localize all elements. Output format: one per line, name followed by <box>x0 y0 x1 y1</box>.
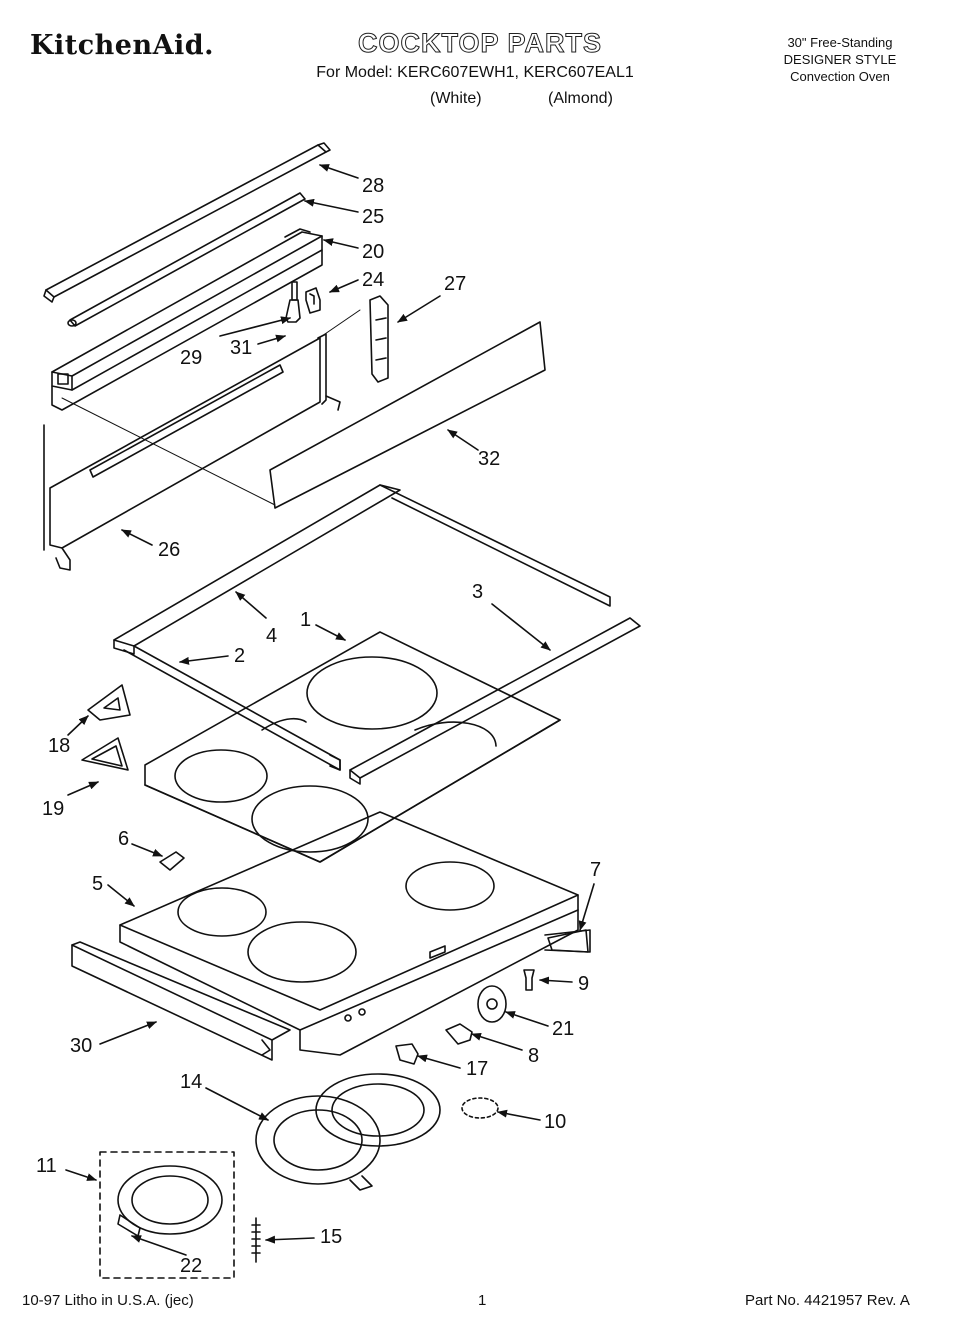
guide-line <box>321 309 361 337</box>
callout-28: 28 <box>362 175 384 197</box>
callout-8: 8 <box>528 1045 539 1067</box>
callout-29: 29 <box>180 347 202 369</box>
callout-15: 15 <box>320 1226 342 1248</box>
model-line: For Model: KERC607EWH1, KERC607EAL1 <box>316 64 634 81</box>
corner-description: 30" Free-Standing DESIGNER STYLE Convect… <box>740 34 940 85</box>
callout-31: 31 <box>230 337 252 359</box>
callout-14: 14 <box>180 1071 202 1093</box>
part-8-block <box>445 1023 473 1045</box>
callout-2: 2 <box>234 645 245 667</box>
finish-white: (White) <box>430 90 482 107</box>
callout-25: 25 <box>362 206 384 228</box>
part-28-top-trim <box>43 142 331 303</box>
callout-11: 11 <box>36 1155 57 1177</box>
callout-21: 21 <box>552 1018 574 1040</box>
callout-19: 19 <box>42 798 64 820</box>
part-19-corner-gasket <box>81 737 129 771</box>
callout-7: 7 <box>590 859 601 881</box>
page-number: 1 <box>478 1292 487 1309</box>
callout-6: 6 <box>118 828 129 850</box>
part-10-element-ghost <box>461 1097 499 1119</box>
part-number: Part No. 4421957 Rev. A <box>745 1292 910 1309</box>
part-21-switch <box>477 985 507 1023</box>
callout-1: 1 <box>300 609 311 631</box>
part-32-front-trim <box>269 321 546 509</box>
callout-17: 17 <box>466 1058 488 1080</box>
part-9-screw <box>523 969 535 991</box>
part-18-corner-cap <box>87 684 131 721</box>
callout-27: 27 <box>444 273 466 295</box>
finish-almond: (Almond) <box>548 90 613 107</box>
callout-arrows <box>65 164 595 1256</box>
callout-4: 4 <box>266 625 277 647</box>
part-30-front-trim <box>71 941 291 1061</box>
corner-line-1: 30" Free-Standing <box>787 35 893 50</box>
callout-22: 22 <box>180 1255 202 1277</box>
callout-30: 30 <box>70 1035 92 1057</box>
callout-26: 26 <box>158 539 180 561</box>
corner-line-2: DESIGNER STYLE <box>783 52 897 67</box>
brand-logo: KitchenAid. <box>30 30 215 61</box>
part-24-clip <box>305 287 321 314</box>
page-title: COCKTOP PARTS <box>357 28 603 59</box>
corner-line-3: Convection Oven <box>790 69 890 84</box>
callout-32: 32 <box>478 448 500 470</box>
part-29-spring <box>291 281 298 301</box>
part-27-bracket <box>369 295 389 383</box>
callout-3: 3 <box>472 581 483 603</box>
callout-24: 24 <box>362 269 384 291</box>
callout-18: 18 <box>48 735 70 757</box>
part-11-element <box>99 1151 235 1279</box>
part-14-dual-element <box>255 1073 441 1191</box>
callout-5: 5 <box>92 873 103 895</box>
part-frame-trim <box>113 484 641 785</box>
part-1-glass-cooktop <box>144 631 561 863</box>
callout-9: 9 <box>578 973 589 995</box>
part-17-terminal <box>395 1043 419 1065</box>
footer-litho: 10-97 Litho in U.S.A. (jec) <box>22 1292 194 1309</box>
part-7-bracket <box>547 929 589 953</box>
part-20-panel-frame <box>51 228 323 411</box>
part-5-burner-box <box>119 811 591 1056</box>
part-6-clip <box>159 851 185 871</box>
callout-10: 10 <box>544 1111 566 1133</box>
callout-20: 20 <box>362 241 384 263</box>
guide-line <box>61 397 276 506</box>
part-15-spring <box>251 1217 261 1263</box>
